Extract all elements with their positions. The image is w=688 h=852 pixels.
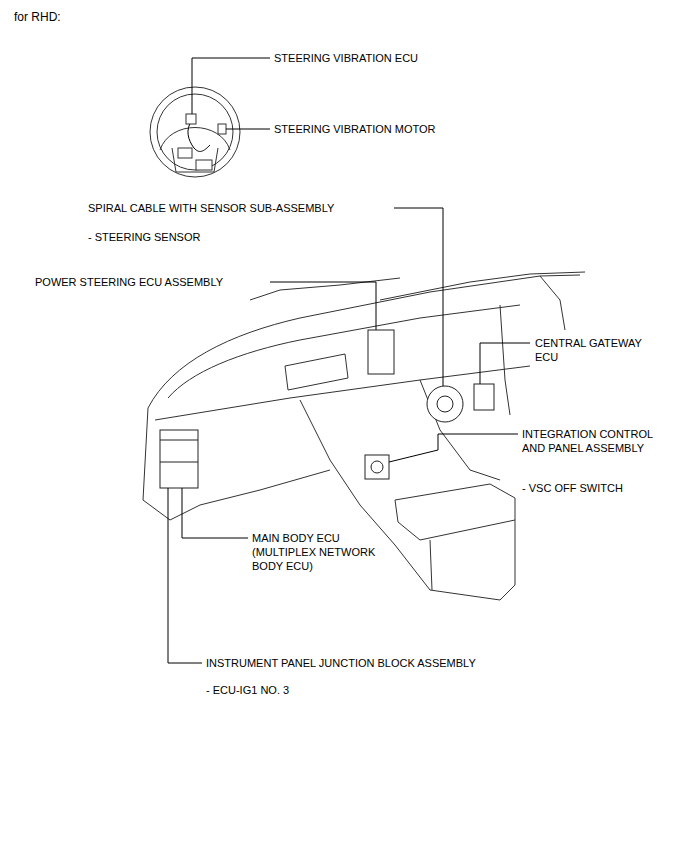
part-label: - ECU-IG1 NO. 3 (206, 683, 289, 697)
dashboard (143, 272, 585, 600)
steering-wheel (150, 87, 240, 177)
part-label: SPIRAL CABLE WITH SENSOR SUB-ASSEMBLY (88, 201, 334, 215)
components (160, 330, 494, 488)
vibration-ecu (186, 114, 196, 124)
part-label: INTEGRATION CONTROL AND PANEL ASSEMBLY (522, 427, 672, 455)
central-gateway-ecu (474, 384, 494, 410)
vsc-switch (365, 455, 389, 479)
part-label: MAIN BODY ECU (MULTIPLEX NETWORK BODY EC… (252, 531, 382, 573)
vibration-motor (218, 124, 226, 134)
diagram-title: for RHD: (14, 10, 61, 24)
part-label: INSTRUMENT PANEL JUNCTION BLOCK ASSEMBLY (206, 656, 476, 670)
part-label: STEERING VIBRATION ECU (274, 51, 418, 65)
main-body-ecu (160, 430, 198, 488)
part-label: POWER STEERING ECU ASSEMBLY (35, 275, 223, 289)
power-steering-ecu (368, 330, 394, 374)
part-label: - STEERING SENSOR (88, 230, 200, 244)
leader-lines (168, 58, 530, 663)
part-label: - VSC OFF SWITCH (522, 481, 623, 495)
part-label: STEERING VIBRATION MOTOR (274, 122, 436, 136)
spiral-cable (427, 386, 463, 422)
part-label: CENTRAL GATEWAY ECU (535, 336, 647, 364)
